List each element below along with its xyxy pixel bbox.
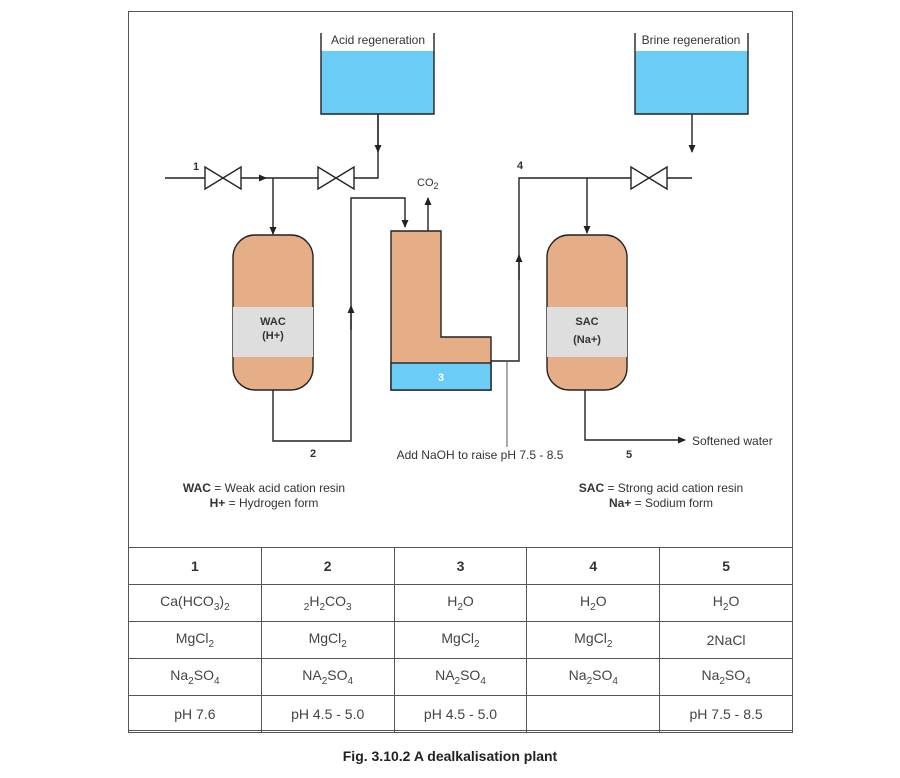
table-cell: 2H2CO3 [260, 584, 395, 622]
table-header-cell: 2 [260, 547, 395, 585]
table-cell: MgCl2 [393, 621, 528, 659]
table-header-cell: 3 [393, 547, 528, 585]
table-cell: pH 4.5 - 5.0 [393, 695, 528, 733]
wac-resin-band [233, 307, 313, 357]
stream-1-label: 1 [193, 161, 199, 173]
degasser-vessel: 3 [390, 230, 492, 391]
softened-water-outlet [584, 390, 686, 444]
wac-label: WAC [260, 316, 286, 328]
stream-5-label: 5 [626, 449, 632, 461]
sac-form-label: (Na+) [573, 334, 601, 346]
table-cell: Na2SO4 [526, 658, 661, 696]
table-cell: Na2SO4 [659, 658, 793, 696]
wac-outlet-pipe [272, 309, 352, 442]
legend-na-plus: Na+ = Sodium form [609, 496, 713, 510]
sac-label: SAC [575, 316, 598, 328]
table-cell: NA2SO4 [260, 658, 395, 696]
table-cell: MgCl2 [260, 621, 395, 659]
table-cell: pH 4.5 - 5.0 [260, 695, 395, 733]
table-cell: H2O [393, 584, 528, 622]
stream-3-label: 3 [438, 372, 444, 384]
brine-tank-label: Brine regeneration [642, 33, 741, 47]
table-header-cell: 1 [128, 547, 262, 585]
co2-label: CO2 [417, 177, 439, 191]
brine-tank-liquid [635, 51, 748, 114]
table-header-cell: 4 [526, 547, 661, 585]
table-cell: MgCl2 [526, 621, 661, 659]
sac-resin-band [547, 307, 627, 357]
acid-regen-bypass-pipe [354, 114, 379, 179]
table-cell: H2O [526, 584, 661, 622]
legend-sac: SAC = Strong acid cation resin [579, 481, 743, 495]
table-cell: 2NaCl [659, 621, 793, 659]
table-cell: Ca(HCO3)2 [128, 584, 262, 622]
legend-h-plus: H+ = Hydrogen form [210, 496, 319, 510]
figure-caption: Fig. 3.10.2 A dealkalisation plant [342, 748, 558, 764]
table-header-row: 1 2 3 4 5 [128, 547, 793, 585]
table-cell: H2O [659, 584, 793, 622]
valve-acid [317, 165, 355, 191]
degasser-feed-pipe [350, 197, 409, 309]
valve-brine [630, 165, 668, 191]
naoh-annotation: Add NaOH to raise pH 7.5 - 8.5 [397, 448, 564, 462]
table-cell: pH 7.5 - 8.5 [659, 695, 793, 733]
legend-wac: WAC = Weak acid cation resin [183, 481, 345, 495]
table-cell [526, 695, 661, 733]
degasser-water [390, 362, 492, 391]
brine-regeneration-tank: Brine regeneration [634, 33, 749, 115]
table-cell: Na2SO4 [128, 658, 262, 696]
stream-2-label: 2 [310, 448, 316, 460]
table-header-cell: 5 [659, 547, 793, 585]
wac-form-label: (H+) [262, 330, 284, 342]
acid-regeneration-tank: Acid regeneration [320, 33, 435, 115]
sac-vessel: SAC (Na+) [546, 234, 628, 391]
table-cell: MgCl2 [128, 621, 262, 659]
valve-inlet [204, 165, 242, 191]
softened-water-label: Softened water [692, 434, 773, 448]
wac-vessel: WAC (H+) [232, 234, 314, 391]
process-diagram: Acid regeneration Brine regeneration [165, 33, 773, 510]
table-cell: pH 7.6 [128, 695, 262, 733]
stream-4-label: 4 [517, 160, 524, 172]
acid-tank-liquid [321, 51, 434, 114]
flow-lines [165, 114, 696, 447]
acid-tank-label: Acid regeneration [331, 33, 425, 47]
table-cell: NA2SO4 [393, 658, 528, 696]
